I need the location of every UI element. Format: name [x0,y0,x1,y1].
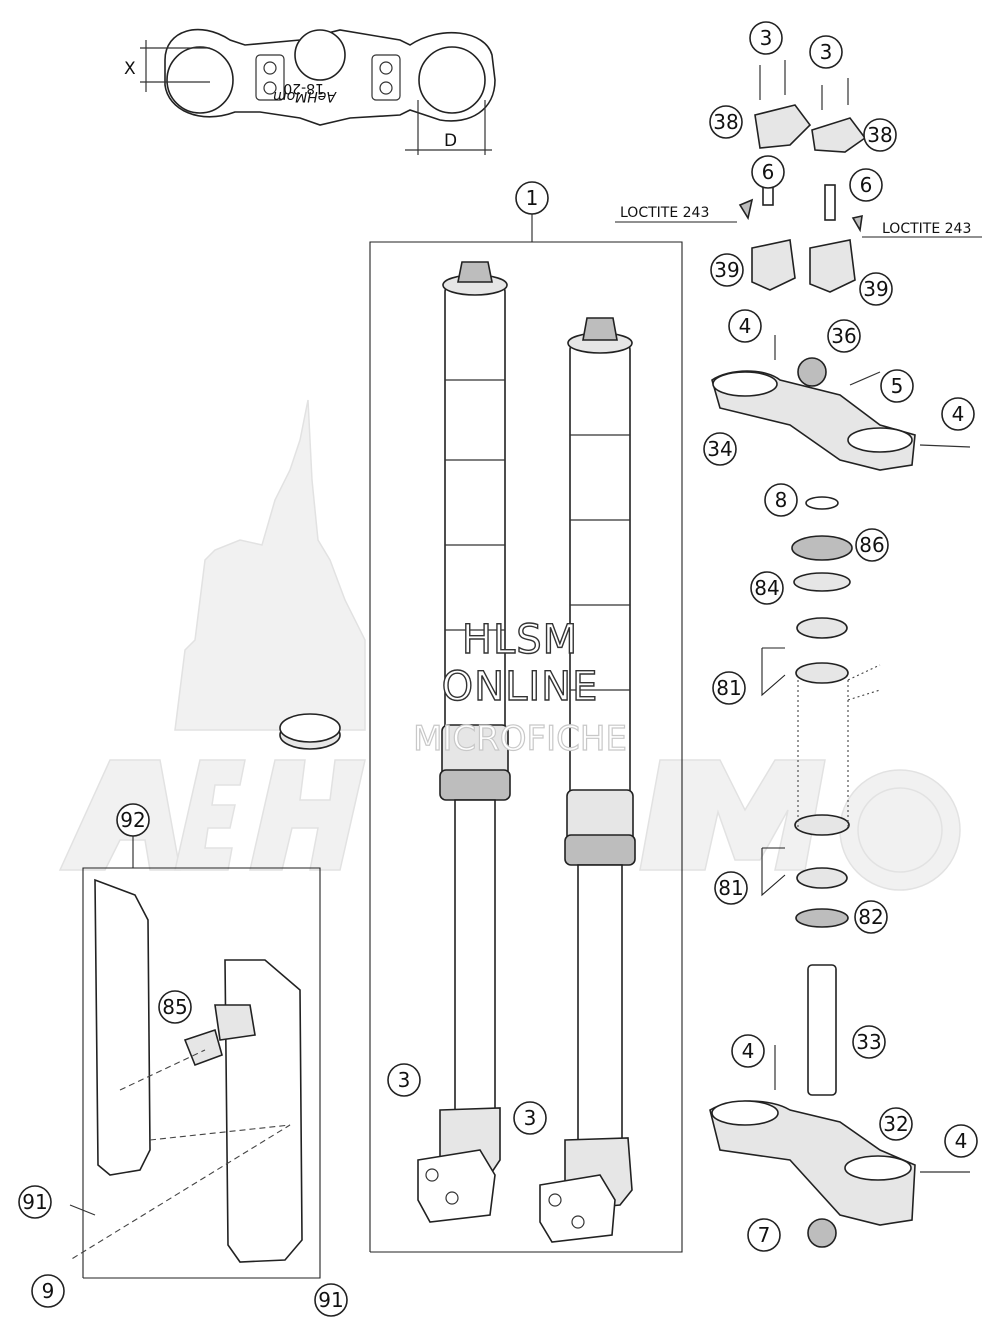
callout-7: 7 [747,1218,781,1252]
svg-text:3: 3 [820,40,833,64]
callout-3-top-left: 3 [749,21,783,55]
svg-text:86: 86 [859,533,884,557]
svg-text:36: 36 [831,324,856,348]
fork-leg-group [369,214,683,1253]
callout-36: 36 [827,319,861,353]
callout-92: 92 [116,803,150,837]
svg-text:6: 6 [860,173,873,197]
svg-text:91: 91 [22,1190,47,1214]
svg-text:34: 34 [707,437,732,461]
svg-text:8: 8 [775,488,788,512]
callout-3-top-right: 3 [809,35,843,69]
svg-text:33: 33 [856,1030,881,1054]
callout-34: 34 [703,432,737,466]
callout-4-upper-bolt: 4 [728,309,762,343]
loctite-note-left: LOCTITE 243 [620,205,709,221]
svg-text:38: 38 [867,123,892,147]
loctite-note-right: LOCTITE 243 [882,221,971,237]
callout-86: 86 [855,528,889,562]
callout-9: 9 [31,1274,65,1308]
top-clamp-plan-view: 18-20 AeHMom X D [124,28,496,155]
upper-triple-clamp [711,335,971,471]
svg-text:4: 4 [955,1129,968,1153]
fork-protector-group [69,836,321,1279]
callout-5: 5 [880,369,914,403]
steering-bearing-group [761,496,881,928]
callout-3-fork-right: 3 [513,1101,547,1135]
svg-text:92: 92 [120,808,145,832]
svg-text:4: 4 [952,402,965,426]
callout-81-lower: 81 [714,871,748,905]
callout-3-fork-left: 3 [387,1063,421,1097]
callout-39-right: 39 [859,272,893,306]
handlebar-clamp-group: LOCTITE 243 LOCTITE 243 [615,60,982,293]
svg-text:5: 5 [891,374,904,398]
callout-82: 82 [854,900,888,934]
svg-text:81: 81 [716,676,741,700]
callout-6-right: 6 [849,168,883,202]
dust-ring [279,713,341,750]
svg-text:4: 4 [739,314,752,338]
svg-text:85: 85 [162,995,187,1019]
svg-text:6: 6 [762,160,775,184]
svg-text:38: 38 [713,110,738,134]
svg-text:84: 84 [754,576,779,600]
callout-85: 85 [158,990,192,1024]
callout-91-left: 91 [18,1185,52,1219]
svg-text:9: 9 [42,1279,55,1303]
callout-4-lower-pinch: 4 [944,1124,978,1158]
clamp-logo: AeHMom [273,88,337,104]
svg-text:39: 39 [714,258,739,282]
callout-91-right: 91 [314,1283,348,1317]
callout-84: 84 [750,571,784,605]
svg-text:32: 32 [883,1112,908,1136]
watermark-line-2: ONLINE [442,664,599,710]
svg-text:81: 81 [718,876,743,900]
svg-text:91: 91 [318,1288,343,1312]
svg-text:39: 39 [863,277,888,301]
callout-81-upper: 81 [712,671,746,705]
callout-38-left: 38 [709,105,743,139]
clamp-marking: 18-20 [283,80,324,96]
watermark-line-1: HLSM [462,617,578,663]
callout-1: 1 [515,181,549,215]
dimension-d-label: D [444,131,457,151]
lower-triple-clamp [709,964,970,1248]
svg-text:1: 1 [526,186,539,210]
svg-text:7: 7 [758,1223,771,1247]
dimension-x-label: X [124,59,136,79]
svg-text:3: 3 [760,26,773,50]
callout-8: 8 [764,483,798,517]
callout-6-left: 6 [751,155,785,189]
callout-4-lower-bolt: 4 [731,1034,765,1068]
callout-33: 33 [852,1025,886,1059]
svg-text:82: 82 [858,905,883,929]
callouts: 1 3 3 3 3 4 4 4 4 5 6 6 7 8 9 32 33 34 3… [18,21,978,1317]
callout-39-left: 39 [710,253,744,287]
callout-4-upper-pinch: 4 [941,397,975,431]
callout-38-right: 38 [863,118,897,152]
svg-text:3: 3 [524,1106,537,1130]
svg-text:3: 3 [398,1068,411,1092]
callout-32: 32 [879,1107,913,1141]
watermark-text: HLSM ONLINE MICROFICHE [412,616,627,759]
watermark-line-3: MICROFICHE [413,719,627,759]
svg-text:4: 4 [742,1039,755,1063]
